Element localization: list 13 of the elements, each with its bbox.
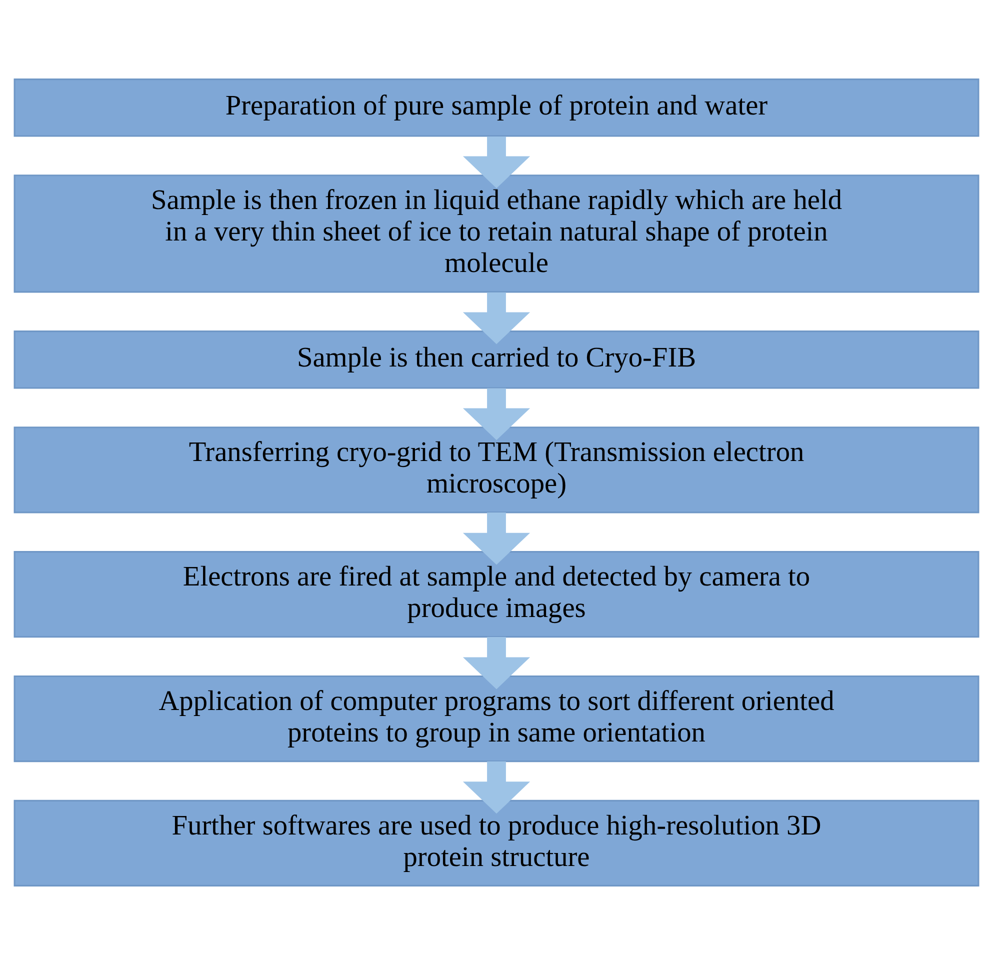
arrow [462,292,530,344]
arrow [462,136,530,188]
node-box: Transferring cryo-grid to TEM (Transmission electron microscope) [14,426,980,514]
node-box: Further softwares are used to produce high-resolution 3D protein structure [14,800,980,886]
node-box: Electrons are fired at sample and detected by camera to produce images [14,551,980,638]
node-box: Sample is then carried to Cryo-FIB [14,330,980,389]
node-box: Application of computer programs to sort different oriented proteins to group in same orientation [14,675,980,762]
arrow [462,761,530,814]
node-box: Preparation of pure sample of protein and water [14,78,980,137]
arrow [462,636,530,690]
node-box: Sample is then frozen in liquid ethane rapidly which are held in a very thin sheet of ice to retain natural shape of protein molecule [14,174,980,293]
arrow [462,388,530,440]
arrow [462,512,530,565]
